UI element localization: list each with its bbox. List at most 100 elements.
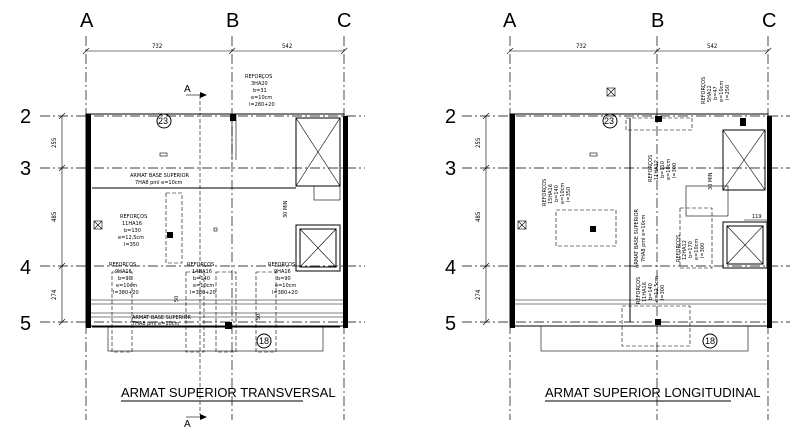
- right-plan: A B C 732 542 2 3 4 5 255 485 274: [445, 10, 790, 420]
- small-dim-50b: 50: [256, 314, 262, 320]
- reforcos-b2-l: l=380+20: [190, 290, 216, 296]
- base-label-right-sub: 7HA8 pml e=10cm: [641, 214, 647, 262]
- reforcos-right-right-b: b=170: [688, 241, 694, 258]
- reforcos-left-right-title: REFORÇOS: [542, 179, 548, 206]
- reforcos-b2-b: b=140: [193, 276, 210, 282]
- reforcos-bottom-right: REFORÇOS 11HA16 b=140 e=12,5cm l=300: [636, 276, 666, 304]
- shaft-top-right: [722, 129, 766, 191]
- balcony-outline-right: [540, 325, 749, 352]
- reforcos-mid-right-bars: 11HA12: [654, 160, 660, 180]
- reforcos-b1-title: REFORÇOS: [109, 262, 136, 268]
- shaft-bottom-right: [722, 221, 768, 269]
- reforcos-b3-b: b=90: [277, 276, 291, 282]
- dimension-4-5: 274: [51, 289, 58, 300]
- reforcos-left-l: l=350: [124, 242, 139, 248]
- dimension-2-3: 255: [51, 138, 58, 148]
- axis-label-c: C: [337, 10, 351, 32]
- small-dim-119: 119: [752, 214, 762, 220]
- marker-circle-23-right-label: 23: [604, 116, 614, 126]
- base-label-right: ARMAT BASE SUPERIOR: [634, 208, 640, 268]
- small-dim-30min-right: 30 MIN: [708, 172, 714, 190]
- reforcos-b3-title: REFORÇOS: [268, 262, 295, 268]
- reforcos-b1-bars: 9HA16: [115, 269, 132, 275]
- reforcos-left-e: e=12,5cm: [118, 235, 144, 241]
- reforcos-right-right-e: e=10cm: [694, 239, 700, 260]
- reforcos-b1-b: b=90: [118, 276, 132, 282]
- base-label-top: ARMAT BASE SUPERIOR: [130, 173, 190, 179]
- reforcos-bottom-right-title: REFORÇOS: [636, 277, 642, 304]
- reforcos-top-bars: 3HA20: [251, 81, 268, 87]
- axis-label-a-right: A: [503, 10, 517, 32]
- reforcos-left-right-e: e=10cm: [560, 183, 566, 204]
- reforcos-bottom-right-bars: 11HA16: [642, 282, 648, 302]
- small-dim-50a: 50: [174, 296, 180, 302]
- axis-label-c-right: C: [762, 10, 776, 32]
- reforcos-left-bars: 11HA16: [122, 221, 142, 227]
- wall-right: [343, 116, 348, 328]
- dimension-bc-right: 542: [707, 43, 717, 50]
- reforcos-right-right-bars: 12HA12: [682, 240, 688, 260]
- marker-circle-18-right-label: 18: [705, 336, 715, 346]
- level-label-2-right: 2: [445, 106, 456, 128]
- wall-left: [86, 114, 91, 328]
- reforcos-b3-e: e=10cm: [275, 283, 296, 289]
- reforcos-b3-bars: 9HA16: [274, 269, 291, 275]
- marker-circle-23-label: 23: [158, 116, 168, 126]
- dimension-bc: 542: [282, 43, 292, 50]
- reforcos-mid-right-b: b=110: [660, 161, 666, 178]
- reforcos-left-b: b=130: [124, 228, 141, 234]
- wall-left-right: [510, 114, 515, 328]
- reforcos-right-right-l: l=300: [700, 243, 706, 258]
- reforcos-mid-right-e: e=10cm: [666, 159, 672, 180]
- small-dim-30min: 30 MIN: [283, 200, 289, 218]
- reforcos-top-right-e: e=10cm: [719, 81, 725, 102]
- reforcos-bottom-right-e: e=12,5cm: [654, 276, 660, 302]
- dimension-4-5-right: 274: [475, 289, 482, 300]
- level-label-3-right: 3: [445, 158, 456, 180]
- level-label-4: 4: [20, 257, 31, 279]
- marker-circle-18: [256, 333, 272, 349]
- dimension-2-3-right: 255: [475, 138, 482, 148]
- base-label-bottom-sub: 7HA8 pml e=10cm: [132, 321, 180, 327]
- reforcos-left-right: REFORÇOS 15HA16 b=140 e=10cm l=350: [542, 179, 572, 206]
- level-label-4-right: 4: [445, 257, 456, 279]
- reforcos-top-right-l: l=250: [725, 85, 731, 100]
- level-label-3: 3: [20, 158, 31, 180]
- balcony-outline: [107, 325, 324, 352]
- section-mark-bottom: A: [184, 419, 191, 430]
- level-label-2: 2: [20, 106, 31, 128]
- base-label-bottom: ARMAT BASE SUPERIOR: [132, 315, 192, 321]
- reforcos-top-right: REFORÇOS 5HA12 b=47 e=10cm l=250: [701, 77, 731, 104]
- reforcos-bottom-right-b: b=140: [648, 283, 654, 300]
- marker-circle-18-right: [702, 333, 718, 349]
- shaft-bottom: [295, 224, 341, 272]
- base-label-top-sub: 7HA8 pml e=10cm: [135, 180, 183, 186]
- dimension-ab: 732: [152, 43, 162, 50]
- reforcos-top-right-bars: 5HA12: [707, 85, 713, 102]
- reforcos-top-right-b: b=47: [713, 86, 719, 100]
- reforcos-top-l: l=280+20: [249, 102, 275, 108]
- reforcos-b2-title: REFORÇOS: [187, 262, 214, 268]
- reforcos-b2-bars: 14HA16: [192, 269, 212, 275]
- reforcos-top-right-title: REFORÇOS: [701, 77, 707, 104]
- reforcos-left-right-l: l=350: [566, 187, 572, 202]
- marker-circle-23-right: [602, 113, 618, 129]
- reforcos-right-right: REFORÇOS 12HA12 b=170 e=10cm l=300: [676, 235, 706, 262]
- drawing-title-left: ARMAT SUPERIOR TRANSVERSAL: [121, 385, 336, 400]
- drawing-title-right: ARMAT SUPERIOR LONGITUDINAL: [545, 385, 761, 400]
- section-mark-top: A: [184, 84, 191, 95]
- reforcos-left-right-bars: 15HA16: [548, 184, 554, 204]
- reforcos-b1-l: l=380+20: [113, 290, 139, 296]
- left-plan: A B C 732 542 2 3 4 5 255 485 274: [20, 10, 365, 430]
- reforcos-left-right-b: b=140: [554, 185, 560, 202]
- marker-circle-18-label: 18: [259, 336, 269, 346]
- marker-circle-23: [156, 113, 172, 129]
- reforcos-left-title: REFORÇOS: [120, 214, 147, 220]
- dimension-3-4: 485: [51, 212, 58, 222]
- axis-label-b: B: [226, 10, 239, 32]
- axis-label-b-right: B: [651, 10, 664, 32]
- dimension-ab-right: 732: [576, 43, 586, 50]
- reforcos-b2-e: e=10cm: [193, 283, 214, 289]
- axis-label-a: A: [80, 10, 94, 32]
